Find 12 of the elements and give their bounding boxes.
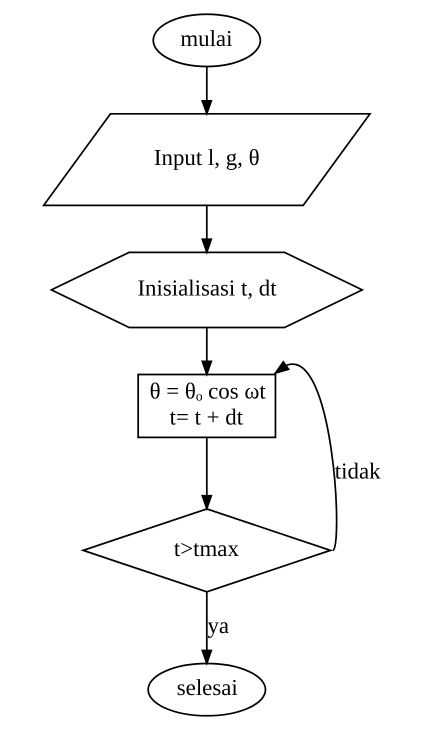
arrow: [200, 328, 212, 377]
node-ellipse: mulai: [152, 13, 261, 68]
node-box: θ = θₒ cos ωt t= t + dt: [136, 374, 276, 438]
arrow: [272, 360, 337, 551]
arrow: [200, 438, 212, 512]
edge-label: tidak: [334, 458, 380, 484]
node-ellipse: selesai: [146, 662, 266, 717]
edge-label: ya: [206, 613, 229, 638]
node-diamond: t>tmax: [80, 508, 333, 593]
arrow: [200, 206, 212, 255]
arrow: [200, 67, 212, 116]
arrow: [200, 592, 212, 666]
